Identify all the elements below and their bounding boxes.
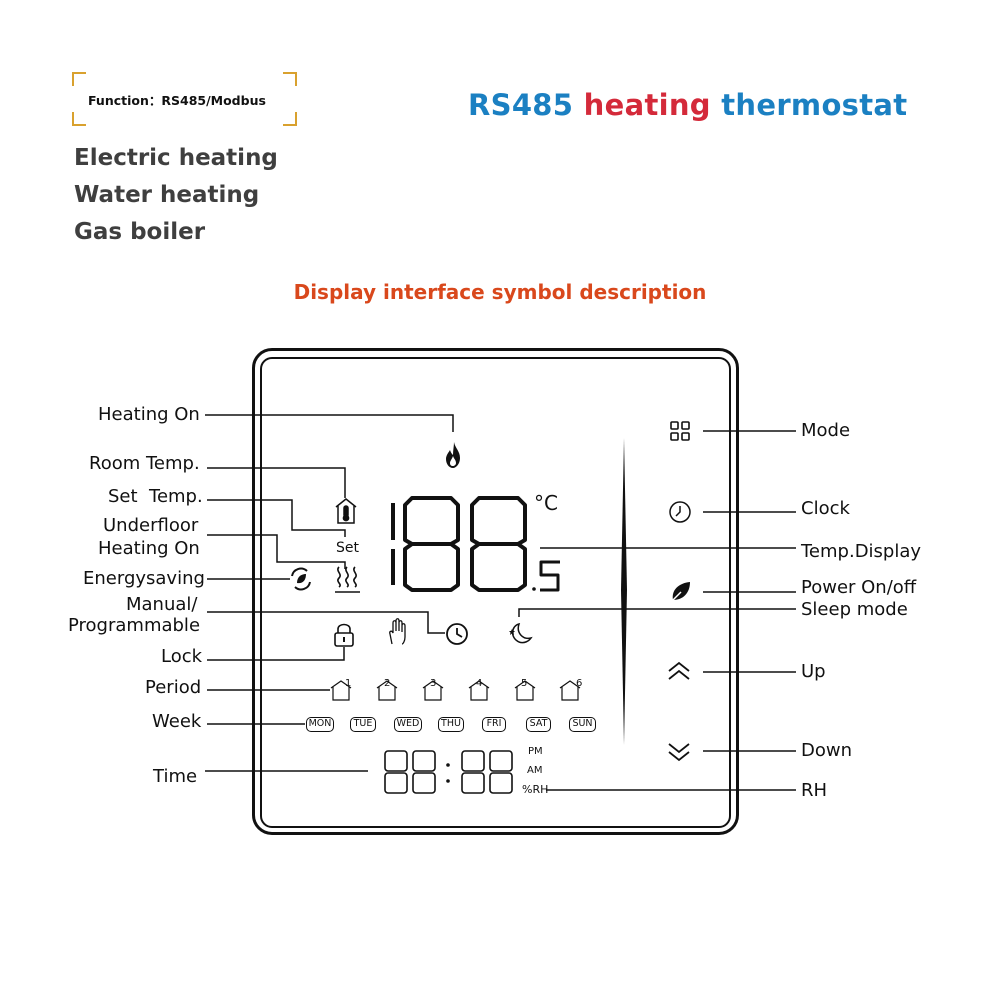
clock-icon — [669, 501, 691, 523]
leader-heating-on — [205, 414, 454, 432]
callout-lock: Lock — [161, 646, 203, 667]
period-house-icon — [468, 680, 490, 701]
callout-rh: RH — [801, 780, 828, 801]
callout-clock: Clock — [801, 498, 850, 519]
callout-set-temp: Set Temp. — [108, 486, 203, 507]
day-badge: TUE — [350, 717, 376, 732]
corner-mark — [72, 72, 86, 86]
clock-icon — [446, 623, 468, 645]
callout-energysaving: Energysaving — [83, 568, 205, 589]
period-house-icon — [422, 680, 444, 701]
corner-mark — [283, 112, 297, 126]
flame-icon — [446, 442, 460, 468]
set-label: Set — [336, 540, 359, 556]
day-badge: FRI — [482, 717, 506, 732]
period-number: 5 — [521, 678, 528, 689]
time-colon — [446, 779, 450, 783]
corner-mark — [72, 112, 86, 126]
callout-mode: Mode — [801, 420, 851, 441]
callout-temp-display: Temp.Display — [801, 541, 922, 562]
am-label: AM — [527, 765, 543, 776]
period-number: 6 — [576, 678, 583, 689]
callout-time: Time — [153, 766, 198, 787]
callout-power: Power On/off — [801, 577, 917, 598]
headline-part: RS485 — [468, 88, 584, 122]
corner-mark — [283, 72, 297, 86]
decimal-point — [532, 587, 536, 591]
period-number: 4 — [476, 678, 483, 689]
period-house-icon — [514, 680, 536, 701]
touch-slider-bar — [621, 438, 627, 745]
lock-icon — [334, 623, 354, 647]
callout-manual-line1: Manual/ — [126, 594, 198, 615]
house-thermometer-icon — [335, 498, 357, 524]
headline-part: thermostat — [710, 88, 908, 122]
leader-set-temp — [207, 499, 346, 537]
day-badge: WED — [394, 717, 422, 732]
headline: RS485 heating thermostat — [468, 88, 907, 122]
hand-icon — [389, 618, 406, 645]
period-house-icon — [330, 680, 352, 701]
pm-label: PM — [528, 746, 543, 757]
temp-digits — [391, 496, 560, 592]
callout-week: Week — [152, 711, 202, 732]
callout-underfloor-line2: Heating On — [98, 538, 200, 559]
feature-item: Electric heating — [74, 145, 278, 171]
day-badge: SUN — [569, 717, 596, 732]
callout-down: Down — [801, 740, 853, 761]
feature-list: Electric heating Water heating Gas boile… — [74, 140, 278, 251]
leader-underfloor — [207, 534, 346, 569]
leader-room-temp — [207, 467, 346, 498]
headline-part: heating — [583, 88, 711, 122]
callout-period: Period — [145, 677, 202, 698]
feature-item: Water heating — [74, 182, 260, 208]
leader-manual — [207, 611, 445, 634]
callout-manual-line2: Programmable — [68, 615, 201, 636]
callout-up: Up — [801, 661, 826, 682]
temp-unit: °C — [534, 491, 558, 515]
period-number: 1 — [345, 678, 352, 689]
period-house-icon — [376, 680, 398, 701]
leaf-icon — [670, 582, 690, 603]
double-chevron-down-icon — [668, 743, 690, 762]
leader-lines — [205, 414, 796, 791]
heat-waves-icon — [335, 566, 360, 593]
day-badge: MON — [306, 717, 334, 732]
callout-heating-on: Heating On — [98, 404, 200, 425]
callout-sleep: Sleep mode — [801, 599, 908, 620]
grid-mode-icon — [670, 421, 690, 441]
feature-item: Gas boiler — [74, 219, 206, 245]
period-house-icon — [559, 680, 581, 701]
callout-room-temp: Room Temp. — [89, 453, 200, 474]
day-badge: SAT — [526, 717, 551, 732]
period-number: 3 — [430, 678, 437, 689]
subtitle: Display interface symbol description — [293, 280, 707, 304]
period-icons — [330, 680, 581, 701]
period-number: 2 — [384, 678, 391, 689]
time-colon — [446, 763, 450, 767]
function-box: Function：RS485/Modbus — [72, 72, 297, 126]
rh-label: %RH — [522, 783, 549, 796]
moon-icon — [509, 622, 533, 644]
double-chevron-up-icon — [668, 661, 690, 680]
function-text: Function：RS485/Modbus — [88, 93, 266, 108]
time-digits — [384, 750, 513, 794]
callout-underfloor-line1: Underfloor — [103, 515, 199, 536]
day-badge: THU — [438, 717, 464, 732]
leader-lock — [207, 647, 345, 661]
energy-saving-icon — [291, 567, 311, 591]
leader-sleep — [518, 608, 796, 617]
